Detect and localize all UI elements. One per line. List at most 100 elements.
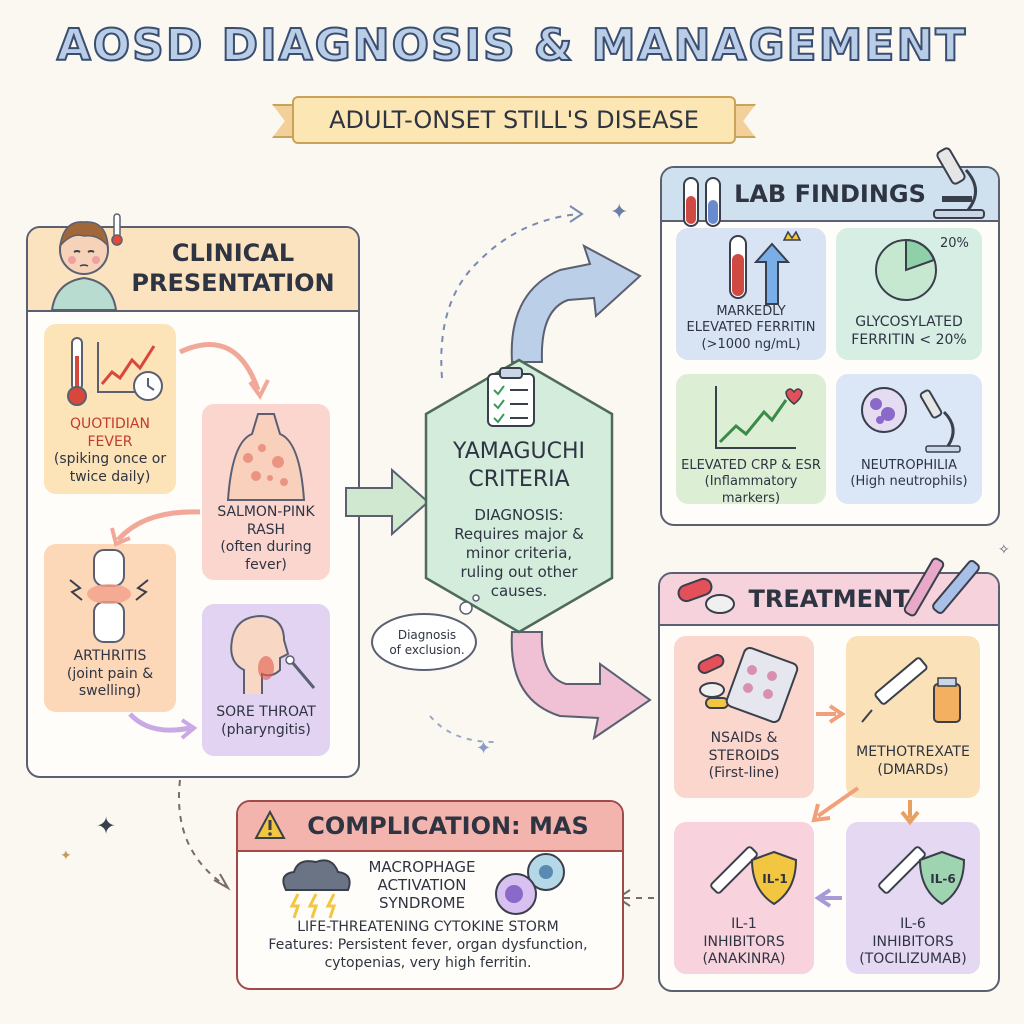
blood-tube-up-icon <box>729 230 802 305</box>
mas-line6: cytopenias, very high ferritin. <box>324 955 532 971</box>
il6-inhibitors-card: IL-6 IL-6 INHIBITORS (TOCILIZUMAB) <box>846 822 980 974</box>
mas-line3: SYNDROME <box>378 894 466 912</box>
throat-title: SORE THROAT <box>216 704 316 720</box>
crp-line1: ELEVATED CRP & ESR <box>681 458 821 473</box>
fever-desc-line1: (spiking once or <box>53 451 167 467</box>
bubble-line1: Diagnosis <box>397 628 457 642</box>
bubble-line2: of exclusion. <box>389 643 465 657</box>
sparkle-icon: ✦ <box>96 812 117 840</box>
rash-title-line2: RASH <box>246 521 286 538</box>
sparkle-icon: ✦ <box>476 738 492 759</box>
il1-line1: IL-1 <box>731 916 757 932</box>
crp-esr-card: ELEVATED CRP & ESR (Inflammatory markers… <box>676 374 826 506</box>
sore-throat-card: SORE THROAT (pharyngitis) <box>202 604 330 756</box>
syringe-pens-icon <box>903 557 980 617</box>
pill-blister-icon <box>697 646 799 724</box>
neutrophil-microscope-icon <box>861 387 961 453</box>
test-tubes-icon <box>683 177 721 227</box>
neutro-line2: (High neutrophils) <box>850 474 968 490</box>
il1-line2: INHIBITORS <box>703 933 785 950</box>
yamaguchi-desc-line5: causes. <box>490 582 548 600</box>
rash-desc-line2: fever) <box>245 556 287 573</box>
arthritis-desc-line1: (joint pain & <box>66 665 154 682</box>
yamaguchi-desc-line4: ruling out other <box>460 563 578 581</box>
complication-panel: COMPLICATION: MAS <box>236 800 624 990</box>
mas-line5: Features: Persistent fever, organ dysfun… <box>268 937 588 953</box>
nsaids-line3: (First-line) <box>708 765 780 781</box>
ferritin-line3: (>1000 ng/mL) <box>701 336 801 352</box>
yamaguchi-title: YAMAGUCHI CRITERIA <box>424 438 614 494</box>
rash-card: SALMON-PINK RASH (often during fever) <box>202 404 330 580</box>
il6-line3: (TOCILIZUMAB) <box>859 951 967 967</box>
rising-chart-heart-icon <box>715 386 803 449</box>
storm-cloud-icon <box>282 859 351 919</box>
syringe-shield-icon <box>878 846 966 906</box>
glyco-pct: 20% <box>940 236 969 251</box>
page-title: AOSD DIAGNOSIS & MANAGEMENT <box>56 19 968 72</box>
ferritin-line2: ELEVATED FERRITIN <box>686 320 816 336</box>
mas-line2: ACTIVATION <box>377 876 467 894</box>
fever-title-line2: FEVER <box>87 433 133 450</box>
thermometer-chart-icon <box>67 337 163 406</box>
syringe-vial-icon <box>861 657 961 723</box>
neutro-line1: NEUTROPHILIA <box>860 458 958 473</box>
yamaguchi-title-line1: YAMAGUCHI <box>453 439 585 464</box>
sparkle-icon: ✦ <box>60 848 72 864</box>
pills-icon <box>677 577 735 614</box>
arthritis-desc-line2: swelling) <box>78 683 142 699</box>
sparkle-icon: ✦ <box>610 200 629 225</box>
glyco-line1: GLYCOSYLATED <box>855 314 963 330</box>
clipboard-checklist-icon <box>487 367 535 427</box>
throat-desc: (pharyngitis) <box>221 721 311 738</box>
mas-description: LIFE-THREATENING CYTOKINE STORM Features… <box>240 918 616 972</box>
glycosylated-ferritin-card: 20% GLYCOSYLATED FERRITIN < 20% <box>836 228 982 360</box>
mas-line4: LIFE-THREATENING CYTOKINE STORM <box>297 919 559 935</box>
mtx-line2: (DMARDs) <box>877 761 949 778</box>
rash-desc-line1: (often during <box>220 539 312 555</box>
clinical-title-line1: CLINICAL <box>171 239 295 267</box>
nsaids-steroids-card: NSAIDs & STEROIDS (First-line) <box>674 636 814 798</box>
page-subtitle: ADULT-ONSET STILL'S DISEASE <box>292 96 736 144</box>
yamaguchi-desc-line3: minor criteria, <box>465 544 573 562</box>
il1-badge: IL-1 <box>762 872 788 886</box>
il6-line2: INHIBITORS <box>872 933 954 950</box>
glyco-line2: FERRITIN < 20% <box>851 331 967 348</box>
arthritis-title: ARTHRITIS <box>73 648 147 664</box>
microscope-icon <box>933 147 985 219</box>
fever-title-line1: QUOTIDIAN <box>70 416 150 432</box>
yamaguchi-desc-line2: Requires major & <box>454 525 584 543</box>
warning-icon <box>254 809 286 839</box>
knee-joint-icon <box>69 549 149 643</box>
fever-card: QUOTIDIAN FEVER (spiking once or twice d… <box>44 324 176 494</box>
methotrexate-card: METHOTREXATE (DMARDs) <box>846 636 980 798</box>
arthritis-card: ARTHRITIS (joint pain & swelling) <box>44 544 176 712</box>
bubble-text: Diagnosis of exclusion. <box>372 628 482 658</box>
il6-line1: IL-6 <box>900 916 926 932</box>
mas-line1: MACROPHAGE <box>368 858 476 876</box>
ferritin-card: MARKEDLY ELEVATED FERRITIN (>1000 ng/mL) <box>676 228 826 360</box>
clinical-title-line2: PRESENTATION <box>131 269 335 297</box>
mtx-line1: METHOTREXATE <box>856 744 970 760</box>
ferritin-line1: MARKEDLY <box>716 304 786 319</box>
pie-chart-icon <box>875 238 937 301</box>
torso-rash-icon <box>226 413 306 501</box>
patient-icon <box>50 213 123 311</box>
il6-badge: IL-6 <box>930 872 956 886</box>
throat-swab-icon <box>230 614 316 694</box>
yamaguchi-title-line2: CRITERIA <box>468 467 570 492</box>
fever-desc-line2: twice daily) <box>69 468 151 485</box>
il1-line3: (ANAKINRA) <box>702 951 786 967</box>
sparkle-icon: ✧ <box>998 542 1010 558</box>
yamaguchi-desc-line1: DIAGNOSIS: <box>474 506 564 524</box>
nsaids-line2: STEROIDS <box>708 747 780 764</box>
mas-name: MACROPHAGE ACTIVATION SYNDROME <box>352 858 492 912</box>
thought-bubble <box>371 594 480 671</box>
nsaids-line1: NSAIDs & <box>710 730 778 746</box>
il1-inhibitors-card: IL-1 IL-1 INHIBITORS (ANAKINRA) <box>674 822 814 974</box>
crp-line2: (Inflammatory markers) <box>704 474 798 506</box>
yamaguchi-description: DIAGNOSIS: Requires major & minor criter… <box>438 506 600 601</box>
neutrophilia-card: NEUTROPHILIA (High neutrophils) <box>836 374 982 504</box>
rash-title-line1: SALMON-PINK <box>217 504 315 520</box>
